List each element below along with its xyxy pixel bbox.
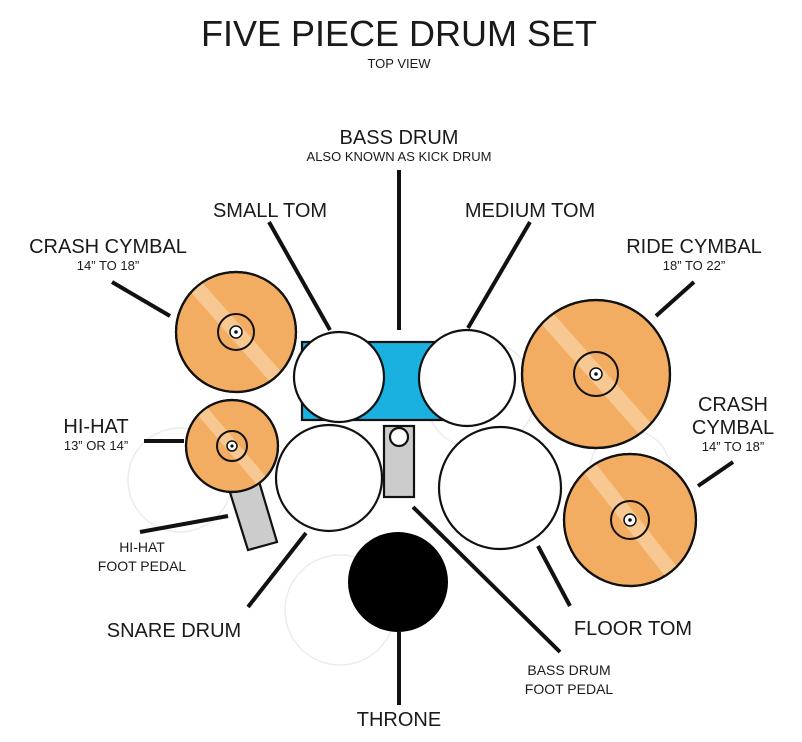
bass-drum-pedal <box>382 424 416 499</box>
leader-crash-left <box>110 280 172 318</box>
leader-floor-tom <box>536 545 572 607</box>
leader-snare <box>246 531 308 609</box>
diagram-title: FIVE PIECE DRUM SET <box>201 13 597 54</box>
medium-tom <box>417 328 517 428</box>
label-hihat-pedal-line2: FOOT PEDAL <box>98 558 187 574</box>
label-ride: RIDE CYMBAL <box>626 236 762 258</box>
leader-ride <box>654 280 696 318</box>
crash-cymbal-left <box>174 270 298 394</box>
leader-crash-right <box>696 460 735 488</box>
hihat-cymbal <box>184 398 280 494</box>
leader-small-tom <box>267 221 332 331</box>
label-floor-tom: FLOOR TOM <box>574 618 692 640</box>
ride-cymbal <box>520 298 672 450</box>
label-bass-drum-note: ALSO KNOWN AS KICK DRUM <box>307 149 492 164</box>
crash-cymbal-right <box>562 452 698 588</box>
label-medium-tom: MEDIUM TOM <box>465 200 595 222</box>
leader-lines <box>110 170 735 705</box>
throne <box>348 532 448 632</box>
leader-medium-tom <box>466 220 532 330</box>
label-crash-left: CRASH CYMBAL <box>29 236 187 258</box>
label-bass-drum: BASS DRUM <box>340 127 459 149</box>
leader-hihat-pedal <box>139 514 229 534</box>
label-hihat-size: 13” OR 14” <box>64 438 128 453</box>
label-snare: SNARE DRUM <box>107 620 241 642</box>
diagram-subtitle: TOP VIEW <box>367 56 431 71</box>
small-tom <box>292 330 386 424</box>
label-small-tom: SMALL TOM <box>213 200 327 222</box>
floor-tom <box>437 425 563 551</box>
label-ride-size: 18” TO 22” <box>663 258 725 273</box>
label-bass-pedal-line1: BASS DRUM <box>527 662 610 678</box>
snare-drum <box>274 423 384 533</box>
label-throne: THRONE <box>357 709 441 731</box>
label-bass-pedal-line2: FOOT PEDAL <box>525 681 614 697</box>
label-hihat-pedal-line1: HI-HAT <box>119 539 165 555</box>
label-crash-right-size: 14” TO 18” <box>702 439 764 454</box>
labels: BASS DRUM ALSO KNOWN AS KICK DRUM SMALL … <box>29 127 774 731</box>
label-crash-right-line1: CRASH <box>698 394 768 416</box>
leader-bass-pedal <box>411 505 562 654</box>
label-crash-right-line2: CYMBAL <box>692 417 774 439</box>
label-crash-left-size: 14” TO 18” <box>77 258 139 273</box>
label-hihat: HI-HAT <box>63 416 128 438</box>
